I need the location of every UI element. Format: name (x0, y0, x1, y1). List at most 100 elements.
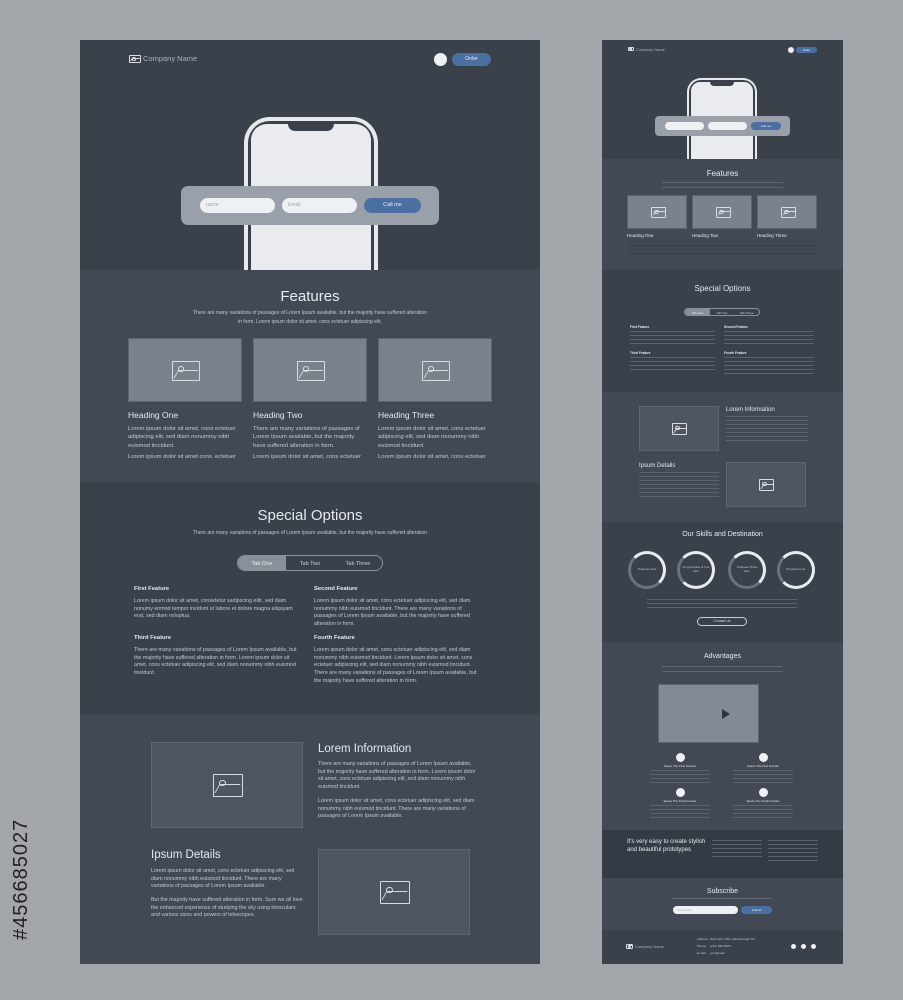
advantage-icon-3 (676, 788, 685, 797)
features-subtitle-2: in form. Lorem ipsum dolor sit amet, con… (238, 319, 382, 325)
feature-text-3b: Lorem ipsum dolor sit amet, cons ectetue… (378, 454, 486, 460)
feature-text-2b: Lorem ipsum dolor sit amet, cons ectetue… (253, 454, 361, 460)
cta-text-lines-1 (712, 840, 762, 858)
social-icon-1[interactable] (791, 944, 796, 949)
feature-text-lines (627, 241, 817, 257)
special-subtitle: There are many variations of passages of… (192, 530, 428, 536)
info-text-2: Lorem ipsum dolor sit amet, cons ectetue… (318, 798, 475, 820)
contact-us-button[interactable]: Contact Us (697, 617, 747, 626)
info-image (639, 406, 719, 451)
footer-company-name: Company Name (635, 944, 664, 949)
special-title: Special Options (694, 284, 751, 293)
image-icon (759, 479, 774, 491)
subscribe-section: Subscribe Your email Submit (602, 878, 843, 930)
feature-heading-3: Heading Three (378, 410, 435, 420)
menu-icon[interactable] (434, 53, 447, 66)
features-section: Features There are many variations of pa… (80, 270, 540, 482)
progress-label-3: Progress Three Item (736, 565, 758, 574)
mobile-page: Company Name Order Call me Features Head… (602, 40, 843, 964)
info-title: Lorem Information (318, 743, 412, 755)
feature-text-3: Lorem ipsum dolor sit amet, cons ectetue… (378, 426, 486, 449)
cta-text-lines-2 (768, 840, 818, 862)
play-icon[interactable] (722, 709, 730, 719)
feature-heading-1: Heading One (627, 233, 654, 238)
feature-image-2 (253, 338, 367, 402)
subscribe-button[interactable]: Submit (741, 906, 772, 914)
call-me-button[interactable]: Call me (751, 122, 781, 130)
order-button[interactable]: Order (796, 47, 817, 53)
details-text-2: But the majority have suffered alteratio… (151, 897, 303, 919)
advantages-subtitle-lines (662, 666, 783, 672)
advantage-icon-4 (759, 788, 768, 797)
progress-ring-2-fill (677, 551, 715, 589)
footer-address: New York, USA, MacDonough SC (710, 937, 756, 941)
footer: Company Name Address: Phone: E-mail: New… (602, 930, 843, 964)
special-text-lines-4 (724, 357, 814, 375)
logo-icon (129, 55, 141, 63)
skills-section: Our Skills and Destination Progress One … (602, 522, 843, 642)
feature-text-1b: Lorem ipsum dolor sit amet cons. ectetue… (128, 454, 236, 460)
image-icon (716, 207, 731, 218)
social-icon-3[interactable] (811, 944, 816, 949)
name-input[interactable] (665, 122, 704, 130)
info-text-lines (726, 416, 808, 444)
feature-image-1 (128, 338, 242, 402)
cta-section: It's very easy to create stylish and bea… (602, 830, 843, 878)
video-placeholder[interactable] (658, 684, 759, 743)
details-image (726, 462, 806, 507)
footer-email: your@mail (710, 951, 725, 955)
tab-one[interactable]: Tab One (685, 309, 710, 315)
advantage-title-4: Space The Final Frontier (746, 799, 780, 803)
special-text-lines-1 (630, 331, 715, 345)
tab-three[interactable]: Tab Three (345, 561, 371, 567)
tab-one[interactable]: Tab One (238, 556, 286, 570)
subscribe-email-input[interactable]: Your email (673, 906, 738, 914)
progress-ring-4-fill (777, 551, 815, 589)
features-title: Features (706, 169, 739, 178)
image-icon (672, 423, 687, 435)
image-icon (380, 881, 410, 904)
advantage-text-lines-1 (650, 770, 710, 784)
special-text-lines-3 (630, 357, 715, 371)
advantage-text-lines-4 (733, 805, 793, 819)
email-input[interactable]: Email (282, 198, 357, 213)
social-icon-2[interactable] (801, 944, 806, 949)
third-feature-title: Third Feature (630, 351, 651, 355)
skills-text-lines (647, 599, 797, 611)
features-subtitle-lines (662, 182, 783, 188)
first-feature-title: First Feature (134, 586, 170, 592)
first-feature-title: First Feature (630, 325, 650, 329)
progress-ring-3-fill (728, 551, 766, 589)
footer-label-address: Address: (697, 937, 709, 941)
stock-id-text: #456685027 (10, 818, 32, 940)
image-icon (213, 774, 243, 797)
menu-icon[interactable] (788, 47, 794, 53)
info-section: Lorem Information There are many variati… (80, 714, 540, 964)
tab-two[interactable]: Tab Two (716, 311, 728, 315)
advantages-section: Advantages Space The First Frontier Spac… (602, 642, 843, 830)
phone-notch (710, 82, 734, 86)
company-name: Company Name (636, 47, 665, 52)
fourth-feature-text: Lorem ipsum dolor sit amet, cons ectetue… (314, 647, 477, 684)
email-input[interactable] (708, 122, 747, 130)
tab-bar: Tab One Tab Two Tab Three (237, 555, 383, 571)
special-text-lines-2 (724, 331, 814, 345)
name-input[interactable]: name (200, 198, 275, 213)
fourth-feature-title: Fourth Feature (314, 635, 355, 641)
advantage-title-2: Space The First Frontier (746, 764, 780, 768)
footer-label-phone: Phone: (697, 944, 707, 948)
info-title: Lorem Information (726, 407, 775, 413)
footer-label-email: E-mail: (697, 951, 707, 955)
order-button[interactable]: Order (452, 53, 491, 66)
tab-three[interactable]: Tab Three (739, 311, 754, 315)
advantage-icon-1 (676, 753, 685, 762)
call-me-button[interactable]: Call me (364, 198, 421, 213)
feature-heading-2: Heading Two (253, 410, 303, 420)
special-options-section: Special Options There are many variation… (80, 482, 540, 714)
footer-phone: (212) 948-5325 (710, 944, 731, 948)
skills-title: Our Skills and Destination (682, 531, 763, 538)
third-feature-title: Third Feature (134, 635, 172, 641)
advantage-title-1: Space The First Frontier (663, 764, 697, 768)
tab-two[interactable]: Tab Two (299, 561, 321, 567)
fourth-feature-title: Fourth Feature (724, 351, 747, 355)
